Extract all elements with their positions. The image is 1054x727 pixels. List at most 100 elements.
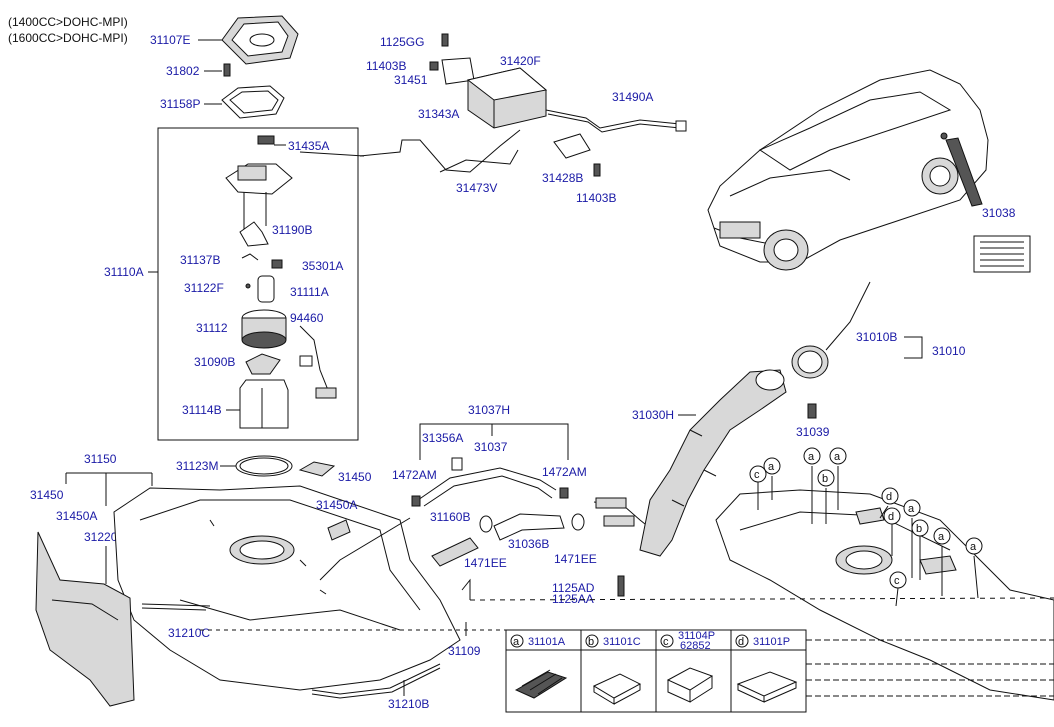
label-31451[interactable]: 31451: [394, 73, 428, 87]
label-31137B[interactable]: 31137B: [180, 253, 220, 267]
label-31435A[interactable]: 31435A: [288, 139, 329, 153]
label-31450-top[interactable]: 31450: [338, 470, 372, 484]
fuel-tank-top-view: [715, 489, 1054, 701]
svg-text:c: c: [754, 469, 760, 481]
label-1472AM-right[interactable]: 1472AM: [542, 465, 587, 479]
label-31090B[interactable]: 31090B: [194, 355, 235, 369]
label-31220[interactable]: 31220: [84, 530, 118, 544]
hose-31343A: [359, 129, 521, 173]
hose-31490A: [545, 109, 681, 129]
car-illustration: [707, 69, 989, 271]
label-31802[interactable]: 31802: [166, 64, 200, 78]
legend-d-picture: [736, 671, 798, 703]
label-11403B-bot[interactable]: 11403B: [576, 191, 616, 205]
label-31039[interactable]: 31039: [796, 425, 830, 439]
label-31037H[interactable]: 31037H: [468, 403, 510, 417]
pump-module-box: [157, 127, 359, 441]
label-1125AD[interactable]: 1125AD: [552, 581, 595, 595]
label-1472AM-left[interactable]: 1472AM: [392, 468, 437, 482]
label-31111A[interactable]: 31111A: [290, 285, 329, 299]
label-31036B[interactable]: 31036B: [508, 537, 549, 551]
hose-31473V: [439, 149, 519, 173]
bolt-1125AD: [617, 575, 625, 597]
label-31107E[interactable]: 31107E: [150, 33, 190, 47]
legend-table: a 31101A b 31101C c 31104P 62852 d 31101…: [505, 629, 807, 713]
legend-a-picture: [514, 669, 568, 699]
legend-c-picture: [666, 667, 714, 703]
callout-b-1: b: [817, 469, 835, 524]
label-11403B-top[interactable]: 11403B: [366, 59, 406, 73]
pad-31450: [298, 461, 336, 477]
pump-flange: [225, 163, 293, 247]
legend-a-letter: a: [513, 636, 520, 648]
label-31473V[interactable]: 31473V: [456, 181, 497, 195]
svg-text:b: b: [916, 523, 922, 535]
label-31150[interactable]: 31150: [84, 452, 117, 466]
label-31030H[interactable]: 31030H: [632, 408, 674, 422]
label-31450A-left[interactable]: 31450A: [56, 509, 97, 523]
legend-b-picture: [592, 673, 642, 705]
label-31122F[interactable]: 31122F: [184, 281, 224, 295]
callout-a-2: a: [803, 447, 821, 524]
filler-door-31010B: [791, 281, 871, 379]
label-31037[interactable]: 31037: [474, 440, 508, 454]
label-31490A[interactable]: 31490A: [612, 90, 653, 104]
bracket-31428B: [553, 133, 591, 159]
label-31109[interactable]: 31109: [448, 644, 481, 658]
label-31190B[interactable]: 31190B: [272, 223, 312, 237]
svg-text:d: d: [888, 511, 894, 523]
gasket-ring-31158P: [221, 85, 285, 119]
bolt-31802: [223, 63, 231, 77]
label-31428B[interactable]: 31428B: [542, 171, 583, 185]
label-31420F[interactable]: 31420F: [500, 54, 541, 68]
legend-c-part: 31104P: [678, 630, 715, 642]
label-31114B[interactable]: 31114B: [182, 403, 222, 417]
label-31158P[interactable]: 31158P: [160, 97, 200, 111]
label-31160B[interactable]: 31160B: [430, 510, 470, 524]
label-31450-left[interactable]: 31450: [30, 488, 64, 502]
label-1471EE-right[interactable]: 1471EE: [554, 552, 597, 566]
label-31110A[interactable]: 31110A: [104, 265, 144, 279]
pipe-31160B: [431, 537, 479, 567]
svg-text:a: a: [938, 531, 945, 543]
pump-fittings: [241, 253, 283, 269]
legend-d-letter: d: [738, 636, 744, 648]
label-31123M[interactable]: 31123M: [176, 459, 218, 473]
canister-31420F: [466, 67, 548, 129]
label-94460[interactable]: 94460: [290, 311, 324, 325]
label-31112[interactable]: 31112: [196, 321, 228, 335]
label-1125AA[interactable]: 1125AA: [552, 592, 594, 606]
label-31010[interactable]: 31010: [932, 344, 966, 358]
bolt-31039: [807, 403, 817, 419]
label-31450A[interactable]: 31450A: [316, 498, 357, 512]
legend-d-part: 31101P: [753, 636, 790, 648]
clip-31356A: [451, 457, 463, 471]
seal-ring-31123M: [235, 455, 293, 477]
heat-shield-31220: [35, 531, 135, 707]
label-1125GG[interactable]: 1125GG: [380, 35, 424, 49]
callout-c-1: c: [749, 465, 767, 510]
fuel-label-sticker-31038: [973, 235, 1031, 273]
label-31356A[interactable]: 31356A: [422, 431, 463, 445]
label-1471EE-left[interactable]: 1471EE: [464, 556, 507, 570]
label-31210C[interactable]: 31210C: [168, 626, 210, 640]
engine-note-1400: (1400CC>DOHC-MPI): [8, 15, 128, 29]
callout-d-1: d: [879, 487, 899, 519]
legend-b-part: 31101C: [603, 636, 641, 648]
bolt-1125GG: [441, 33, 449, 47]
callout-a-6: a: [965, 537, 983, 599]
svg-text:d: d: [886, 491, 892, 503]
label-31038[interactable]: 31038: [982, 206, 1016, 220]
label-31010B[interactable]: 31010B: [856, 330, 897, 344]
reservoir-31114B: [239, 379, 289, 429]
dashed-leaders: [200, 597, 1054, 697]
callout-d-2: d: [883, 507, 901, 556]
callout-a-3: a: [829, 447, 847, 510]
svg-text:a: a: [908, 503, 915, 515]
label-31343A[interactable]: 31343A: [418, 107, 459, 121]
legend-c-letter: c: [663, 636, 669, 648]
label-35301A[interactable]: 35301A: [302, 259, 343, 273]
label-31210B[interactable]: 31210B: [388, 697, 429, 711]
